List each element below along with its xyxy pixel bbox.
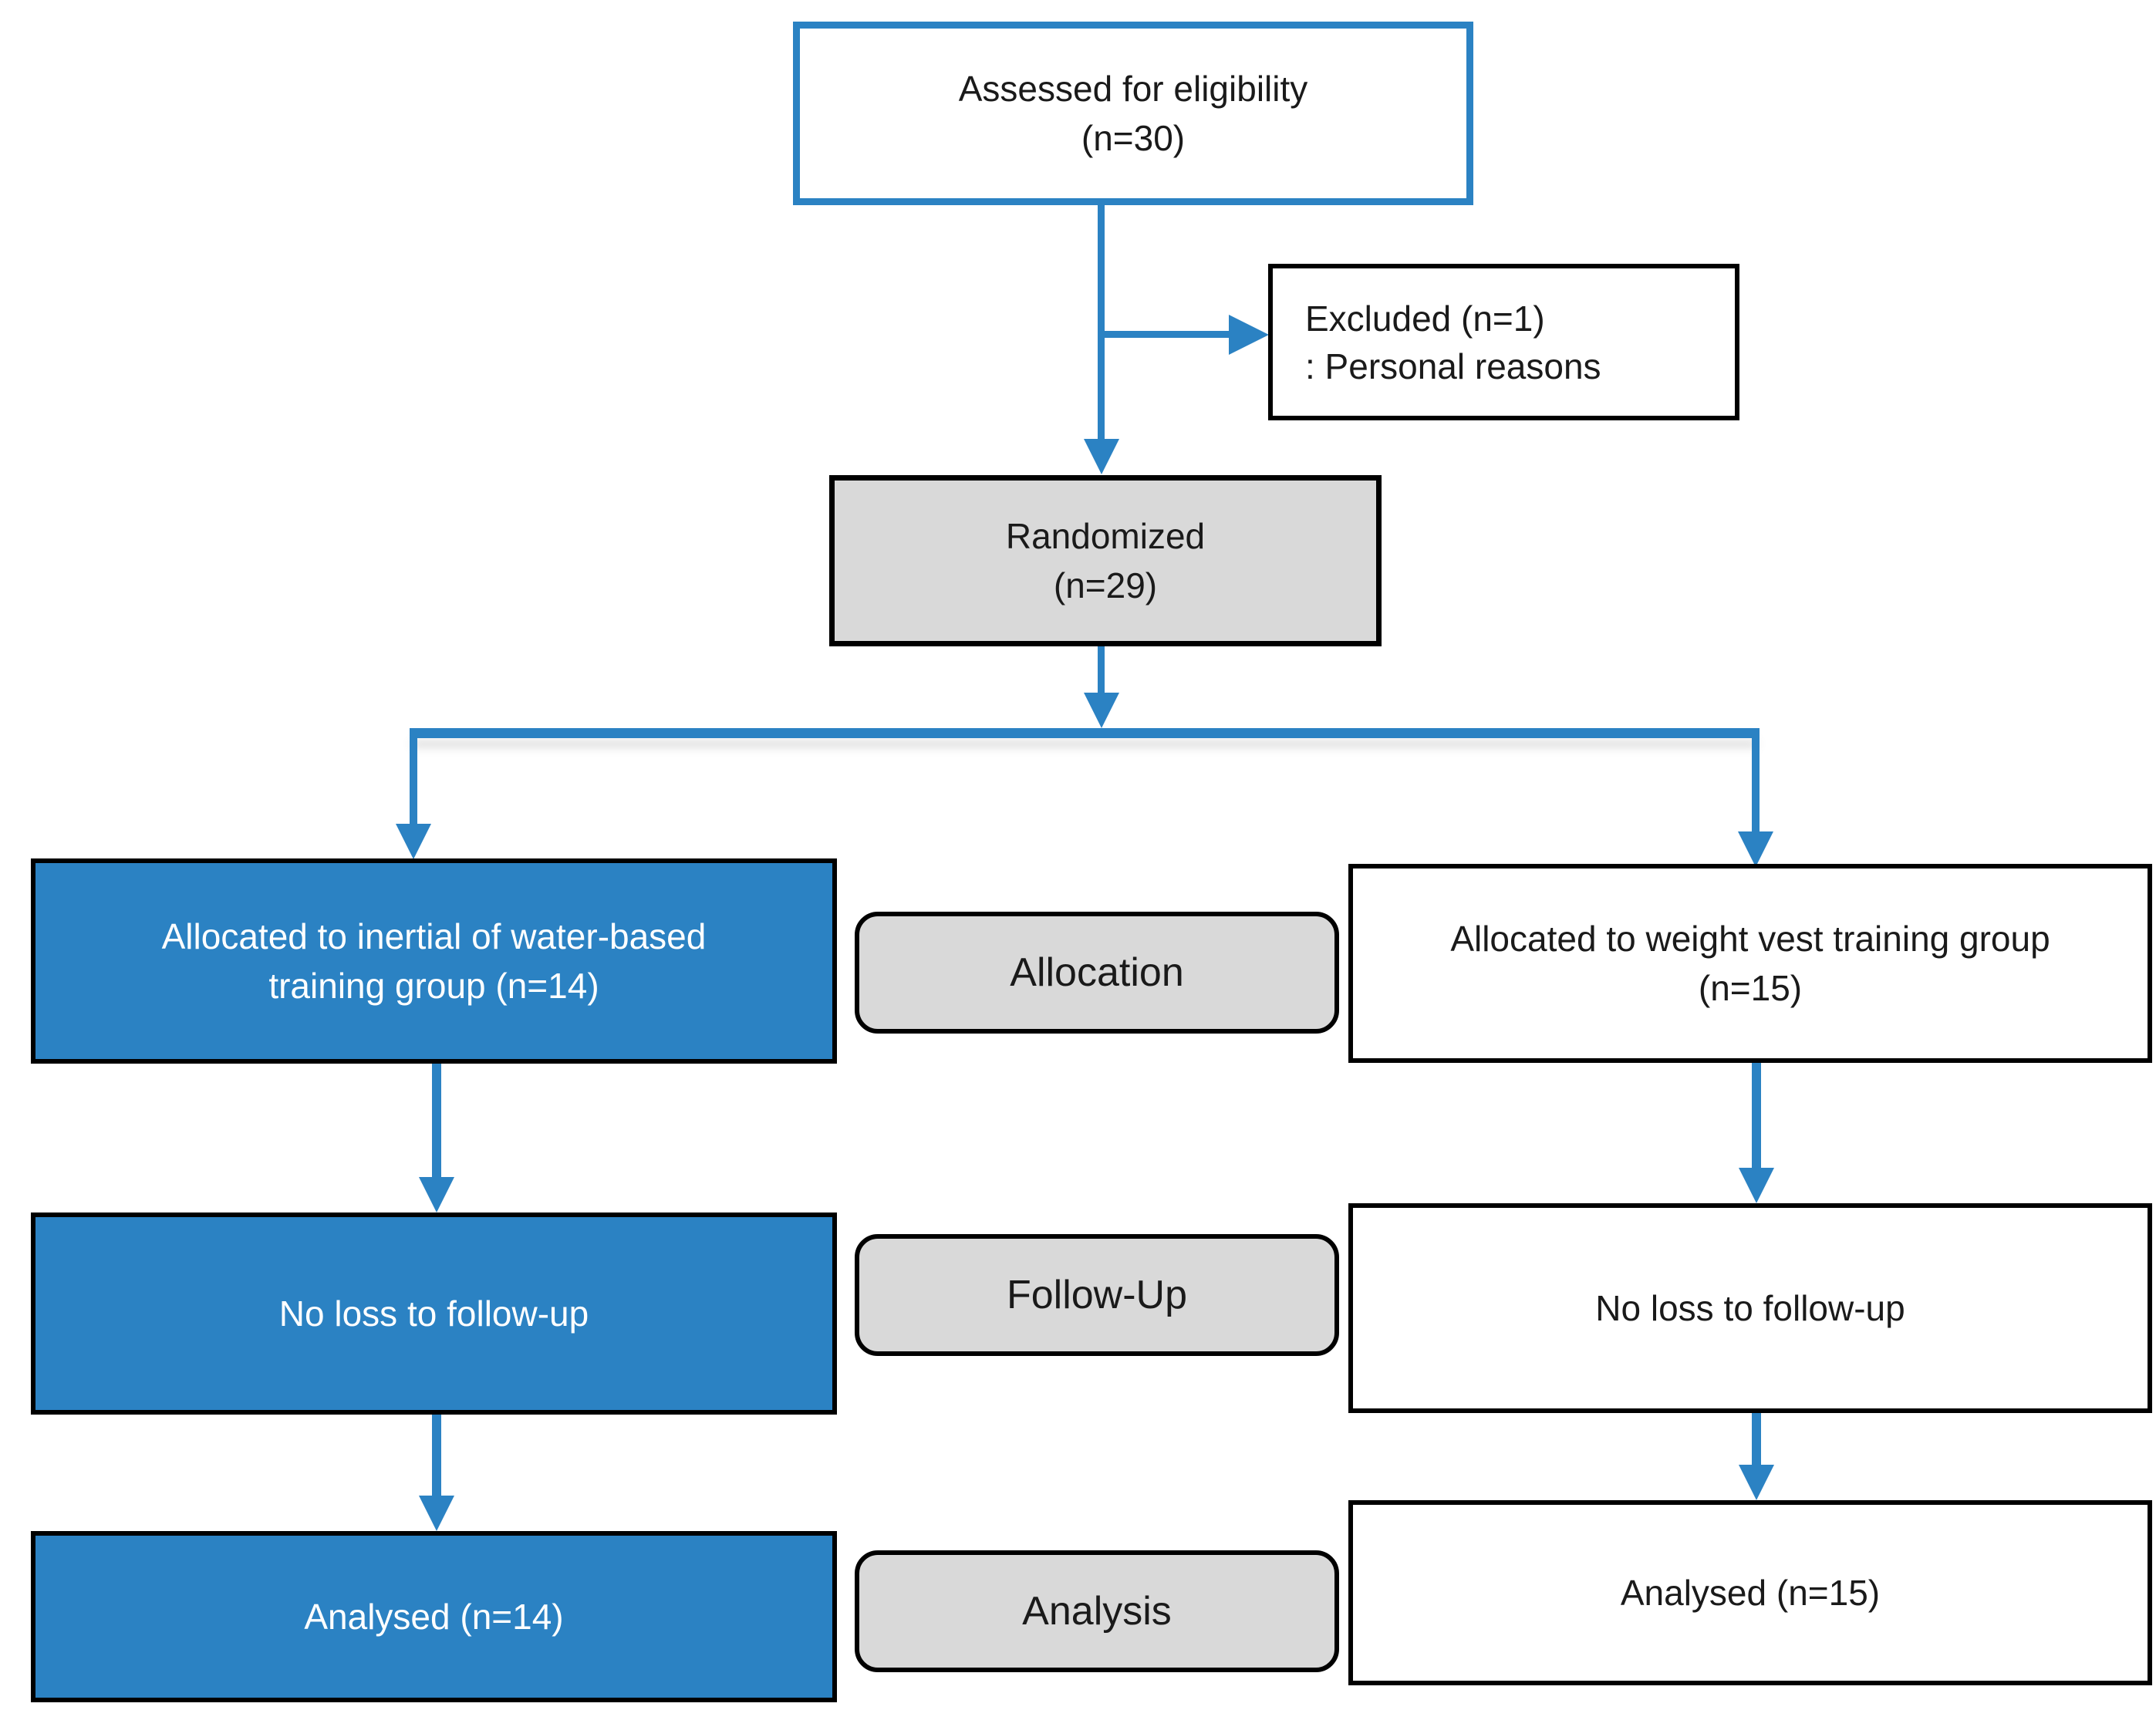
excluded-line2: : Personal reasons [1305,346,1601,386]
arrow-line-split-to-alloc-right [1752,728,1760,831]
analysed-right-box: Analysed (n=15) [1348,1500,2152,1685]
arrow-line-to-excluded [1098,331,1229,338]
allocation-stage-label: Allocation [1010,950,1184,995]
excluded-line1: Excluded (n=1) [1305,298,1545,339]
analysed-right-label: Analysed (n=15) [1620,1573,1881,1613]
arrow-head-alloc-to-followup-right [1739,1168,1774,1203]
randomized-line1: Randomized [1005,516,1206,556]
allocation-stage-pill: Allocation [855,912,1339,1034]
arrow-head-randomized-to-split [1084,693,1119,728]
followup-left-box: No loss to follow-up [31,1213,837,1415]
analysed-left-box: Analysed (n=14) [31,1531,837,1702]
followup-right-box: No loss to follow-up [1348,1203,2152,1413]
arrow-head-split-to-alloc-left [396,824,431,859]
arrow-head-alloc-to-followup-left [419,1177,454,1213]
split-bar [410,728,1760,738]
arrow-line-assessed-to-randomized [1098,205,1105,439]
arrow-line-followup-to-analysis-right [1752,1413,1761,1465]
followup-right-label: No loss to follow-up [1595,1288,1905,1328]
arrow-line-alloc-to-followup-right [1752,1063,1761,1168]
arrow-head-followup-to-analysis-right [1739,1465,1774,1500]
assessed-line2: (n=30) [1081,118,1186,158]
arrow-head-assessed-to-randomized [1084,439,1119,474]
arrow-line-randomized-to-split [1098,646,1105,693]
arrow-head-to-excluded [1229,315,1269,355]
assessed-line1: Assessed for eligibility [958,69,1308,109]
randomized-line2: (n=29) [1053,565,1158,605]
allocated-vest-box: Allocated to weight vest training group … [1348,864,2152,1063]
allocated-water-line2: training group (n=14) [268,966,599,1006]
analysed-left-label: Analysed (n=14) [304,1597,564,1637]
assessed-box: Assessed for eligibility (n=30) [793,22,1473,205]
allocated-vest-line2: (n=15) [1698,968,1803,1008]
allocated-water-line1: Allocated to inertial of water-based [161,916,707,956]
randomized-box: Randomized (n=29) [829,475,1382,646]
allocated-vest-line1: Allocated to weight vest training group [1450,919,2050,959]
arrow-line-alloc-to-followup-left [432,1064,441,1177]
arrow-head-split-to-alloc-right [1738,831,1773,867]
arrow-head-followup-to-analysis-left [419,1496,454,1531]
followup-stage-label: Follow-Up [1006,1273,1188,1317]
arrow-line-followup-to-analysis-left [432,1415,441,1496]
excluded-box: Excluded (n=1) : Personal reasons [1268,264,1739,420]
allocated-water-box: Allocated to inertial of water-based tra… [31,858,837,1064]
followup-left-label: No loss to follow-up [278,1293,589,1334]
analysis-stage-label: Analysis [1022,1589,1172,1634]
arrow-line-split-to-alloc-left [410,728,417,824]
followup-stage-pill: Follow-Up [855,1234,1339,1356]
analysis-stage-pill: Analysis [855,1550,1339,1672]
